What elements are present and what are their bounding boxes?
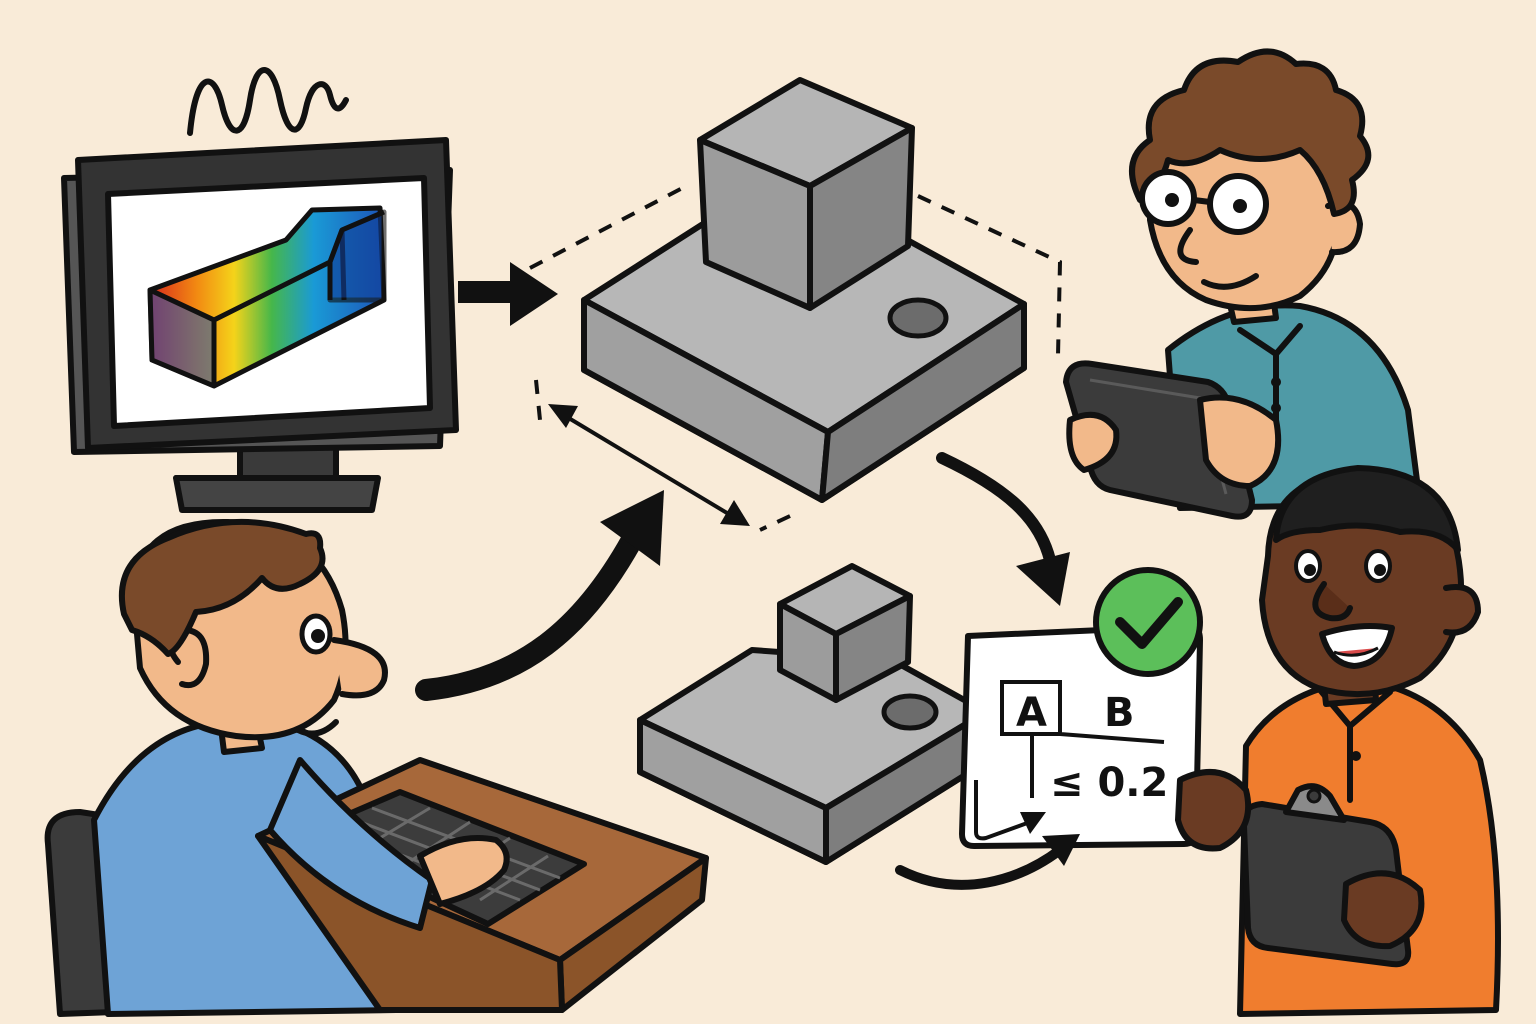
dimension-arrow (548, 404, 750, 526)
tolerance-card: A B ≤ 0.2 (959, 567, 1203, 849)
datum-b-label: B (1104, 690, 1135, 736)
datum-a-label: A (1016, 690, 1047, 736)
arrow-part-to-inspection (936, 452, 1070, 606)
waveform-icon (187, 67, 349, 136)
engineer-at-desk (44, 518, 709, 1017)
machined-part-top (529, 77, 1063, 532)
glasses-icon (1139, 169, 1269, 235)
arrow-to-part (458, 262, 558, 326)
arrow-feedback (895, 834, 1080, 890)
inspector-with-clipboard (1175, 465, 1501, 1017)
fea-model (147, 205, 387, 389)
arrow-engineer-to-part (415, 490, 664, 701)
machined-part-bottom (637, 563, 989, 865)
inspector-with-tablet (1063, 48, 1423, 520)
checkmark-icon (1093, 567, 1203, 677)
hole (887, 297, 949, 339)
tolerance-value: ≤ 0.2 (1050, 760, 1168, 806)
monitor-icon (61, 137, 459, 513)
